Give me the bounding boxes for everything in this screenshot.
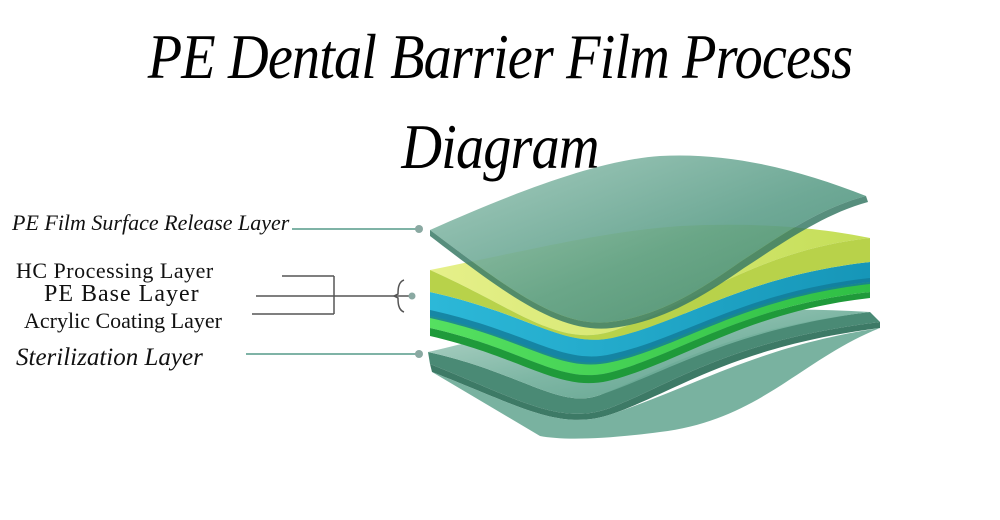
release-leader-dot [415,225,423,233]
bracket-leader-dot [408,292,416,300]
middle-layers-bracket [252,275,416,315]
title-part-2: Barrier Film Process Diagram [390,21,853,182]
label-pe-base-layer: PE Base Layer [44,281,200,307]
label-sterilization-layer: Sterilization Layer [16,344,203,371]
sterilization-leader [246,350,423,358]
label-release-layer: PE Film Surface Release Layer [12,210,290,235]
curly-brace-icon [392,279,405,313]
label-hc-processing-layer: HC Processing Layer [16,258,214,283]
sterilization-leader-dot [415,350,423,358]
title-part-1: PE Dental [147,21,377,92]
label-acrylic-coating-layer: Acrylic Coating Layer [24,308,222,333]
release-layer-sheet [430,155,868,329]
pe-base-layer-sheet [430,262,870,365]
release-leader [292,225,423,233]
